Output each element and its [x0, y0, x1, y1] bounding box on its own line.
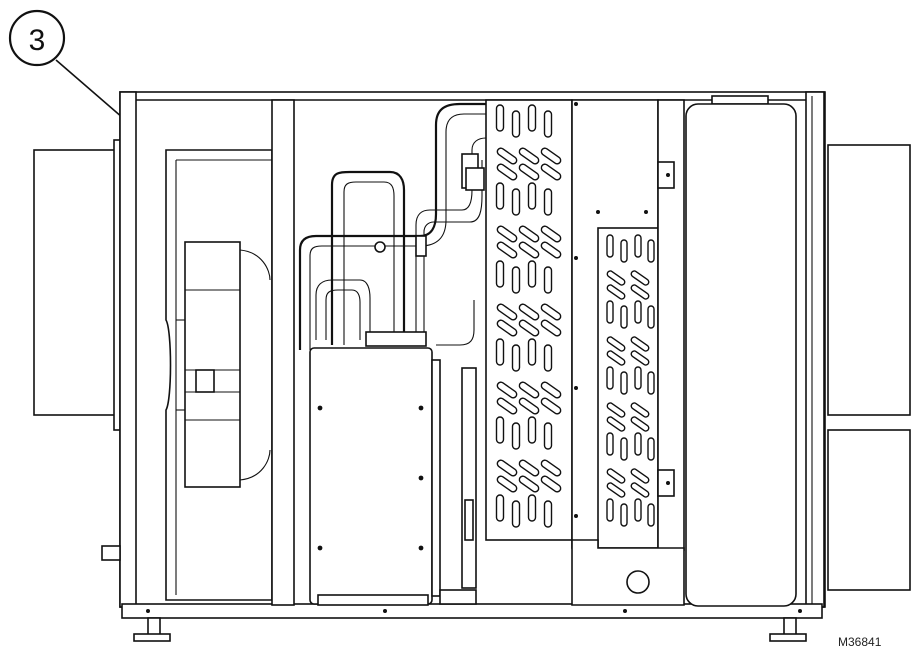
blower-fan-assembly — [165, 149, 273, 601]
left-foot — [133, 617, 171, 642]
callout-leader-line — [55, 59, 131, 125]
left-duct-box — [33, 139, 123, 431]
compressor — [309, 347, 441, 606]
mounting-bracket — [657, 99, 685, 551]
callout-3: 3 — [8, 9, 131, 125]
panel-vent-slots — [606, 234, 655, 527]
callout-number: 3 — [29, 24, 46, 57]
figure-code: M36841 — [838, 635, 882, 649]
drain-hole — [626, 570, 650, 594]
right-duct-box-upper — [827, 144, 911, 416]
refrigerant-piping — [298, 102, 487, 350]
filter-drier — [439, 367, 477, 605]
right-duct-box-lower — [827, 429, 911, 591]
coil-vent-slots — [495, 104, 562, 528]
coil-panel-left — [485, 99, 573, 541]
filter-panel — [685, 103, 797, 607]
center-sheet-panel — [571, 99, 659, 549]
drain-pan — [571, 539, 685, 606]
fan-wheel — [184, 241, 241, 488]
right-foot — [769, 617, 807, 642]
divider-panel — [271, 99, 295, 606]
